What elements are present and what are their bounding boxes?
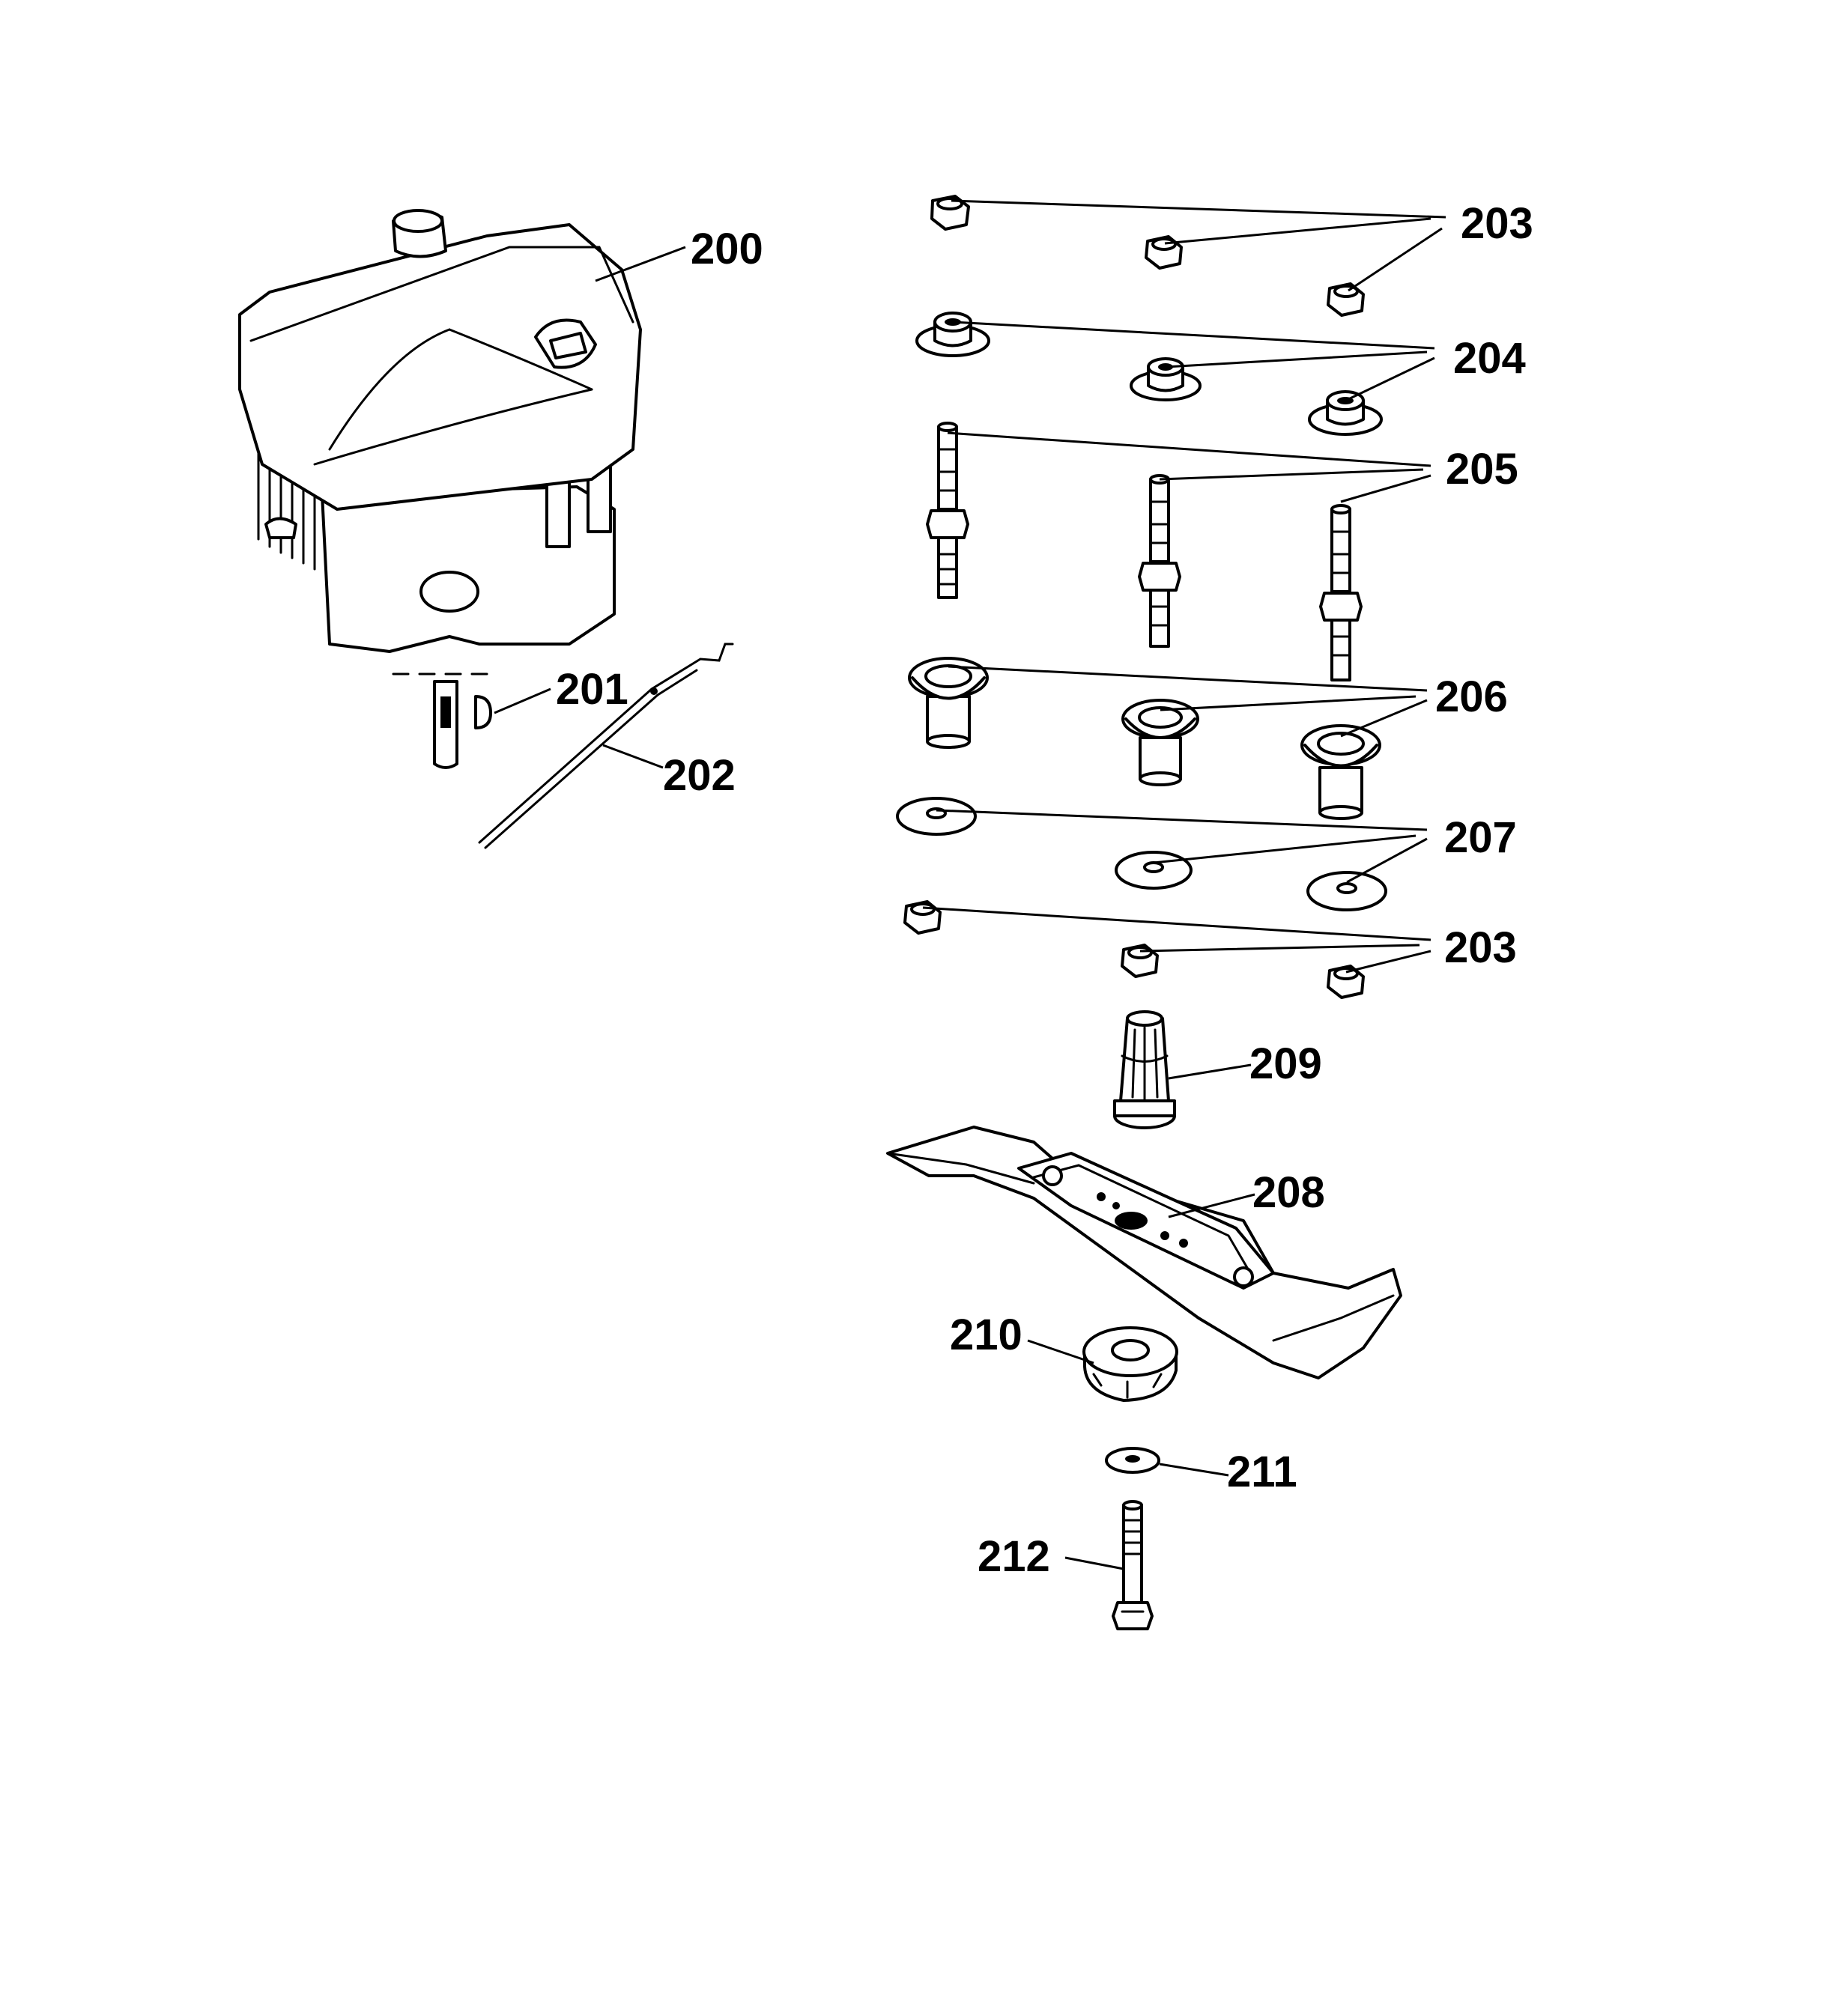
callout-208: 208 [1252, 1168, 1325, 1217]
rubber-mount-icon [908, 657, 989, 749]
rubber-mount-icon [1300, 724, 1381, 820]
leader-lines [494, 199, 1446, 1570]
callout-210: 210 [950, 1311, 1022, 1359]
callout-202: 202 [663, 751, 736, 800]
blade-bolt-icon [1112, 1500, 1154, 1630]
hex-nut-icon [1145, 235, 1183, 270]
callout-203-bottom: 203 [1444, 923, 1517, 972]
hex-nut-icon [1327, 965, 1365, 999]
callout-204: 204 [1453, 334, 1526, 383]
blade-adapter-icon [1113, 1010, 1176, 1129]
throttle-cable-icon [478, 643, 734, 849]
washer-icon [1105, 1447, 1160, 1474]
flat-washer-icon [1306, 871, 1387, 911]
stud-bolt-icon [1319, 504, 1363, 681]
callout-206: 206 [1435, 672, 1508, 721]
mower-blade-icon [886, 1126, 1402, 1379]
stud-bolt-icon [926, 422, 969, 599]
hex-nut-icon [903, 900, 942, 935]
callout-200: 200 [691, 225, 763, 273]
callout-201: 201 [556, 665, 628, 714]
rubber-mount-icon [1121, 699, 1199, 786]
hex-nut-icon [1327, 282, 1365, 317]
spacer-bushing-icon [1308, 390, 1383, 436]
shaft-key-icon [392, 672, 492, 769]
callout-209: 209 [1249, 1039, 1322, 1088]
callout-205: 205 [1446, 445, 1518, 494]
callout-211: 211 [1227, 1448, 1297, 1496]
callout-207: 207 [1444, 813, 1517, 862]
hex-nut-icon [1121, 944, 1159, 978]
flat-washer-icon [1115, 851, 1193, 890]
spacer-bushing-icon [1130, 357, 1202, 401]
engine-icon [238, 209, 642, 653]
spacer-bushing-icon [915, 312, 990, 357]
callout-212: 212 [978, 1532, 1050, 1581]
callout-203-top: 203 [1461, 199, 1533, 248]
stud-bolt-icon [1138, 474, 1181, 648]
blade-hub-icon [1082, 1326, 1178, 1402]
flat-washer-icon [896, 797, 977, 836]
